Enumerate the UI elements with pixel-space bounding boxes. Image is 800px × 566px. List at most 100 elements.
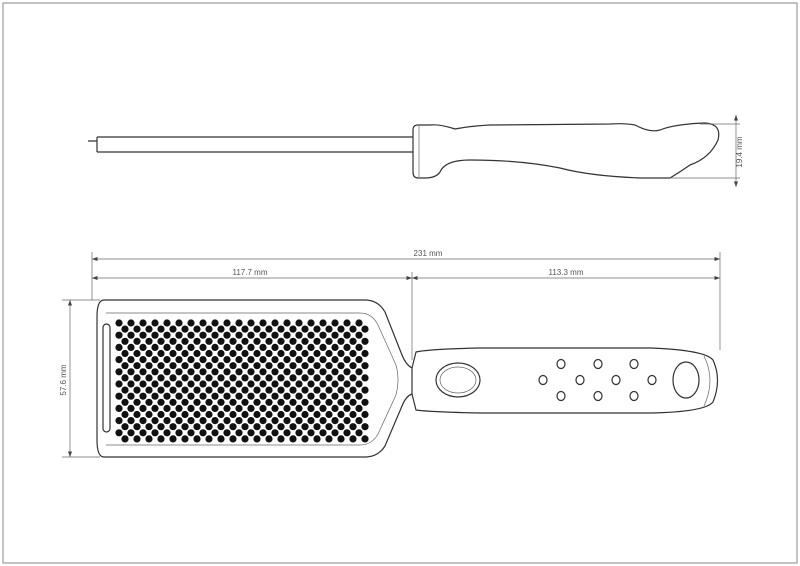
grater-hole [145,410,153,419]
grater-hole [151,380,159,388]
grater-hole [253,325,261,333]
grater-hole [235,368,243,376]
grater-hole [337,349,345,358]
side-blade [88,136,413,153]
grater-hole [145,423,153,431]
grater-hole [205,423,213,431]
grater-hole [217,362,225,370]
grater-hole [205,349,213,358]
grater-hole [175,343,183,351]
grater-hole [265,362,273,370]
grater-hole [283,319,291,327]
grater-hole [115,392,123,400]
grater-hole [331,429,339,437]
grater-hole [253,386,261,394]
grater-hole [193,325,201,333]
top-view-dimensions: 231 mm 117.7 mm 113.3 mm 57.6 mm [59,249,721,458]
grater-hole [277,423,285,431]
grater-hole [271,368,279,376]
grater-hole [289,337,297,345]
grater-hole [241,325,249,333]
grater-hole [325,410,333,419]
grater-hole [343,319,351,327]
grater-hole [361,398,369,406]
grater-hole [193,410,201,419]
grater-hole [283,429,291,437]
grater-hole [193,435,201,443]
grater-hole [187,343,195,351]
grater-hole [313,386,321,394]
grater-hole [307,319,315,327]
grater-hole [235,319,243,327]
grater-hole [133,362,141,370]
grater-hole [181,349,189,358]
grater-hole [355,404,363,412]
grater-hole [145,349,153,358]
grater-hole [217,423,225,431]
grater-hole [181,325,189,333]
grater-hole [241,435,249,443]
grater-hole [241,362,249,370]
grater-hole [343,429,351,437]
grater-hole [205,410,213,419]
grater-hole [157,325,165,333]
grater-hole [181,362,189,370]
grater-hole [169,337,177,345]
grater-hole [289,349,297,358]
grater-hole [295,356,303,364]
grater-hole [211,356,219,364]
grater-hole [265,410,273,419]
grater-hole [163,417,171,425]
grip-dot [556,358,566,370]
grater-hole [355,417,363,425]
grater-hole [157,423,165,431]
grater-hole [265,374,273,382]
grater-hole [193,398,201,406]
grater-hole [127,319,135,327]
grater-hole [301,337,309,345]
grater-hole [283,380,291,388]
grater-hole [241,398,249,406]
grater-hole [325,362,333,370]
grip-dot [611,374,621,386]
grater-hole [361,325,369,333]
grater-handle [411,347,719,414]
grip-dot [575,374,585,386]
grater-hole [223,392,231,400]
grater-hole [235,331,243,339]
grater-hole [265,398,273,406]
grater-hole [121,374,129,382]
grater-hole [223,356,231,364]
grater-hole [139,368,147,376]
grater-hole [133,337,141,345]
grater-hole [361,386,369,394]
grater-hole [193,423,201,431]
grater-hole [199,380,207,388]
grater-hole [163,380,171,388]
grater-hole [319,429,327,437]
grater-hole [295,331,303,339]
grater-hole [313,337,321,345]
grater-hole [343,343,351,351]
grater-hole [133,423,141,431]
grater-hole [265,349,273,358]
grater-hole [217,325,225,333]
grater-hole [133,410,141,419]
grater-hole [319,356,327,364]
grater-hole [349,435,357,443]
grater-hole [283,343,291,351]
grater-hole [163,429,171,437]
grater-hole [355,380,363,388]
grater-length-label: 117.7 mm [233,268,268,277]
grater-hole [175,429,183,437]
grater-hole [331,343,339,351]
grater-hole [139,417,147,425]
grater-hole [277,349,285,358]
grater-hole [265,423,273,431]
grater-hole [151,319,159,327]
grater-hole [175,392,183,400]
grater-hole [115,319,123,327]
grater-hole [343,417,351,425]
grater-hole [337,398,345,406]
grater-hole [343,356,351,364]
